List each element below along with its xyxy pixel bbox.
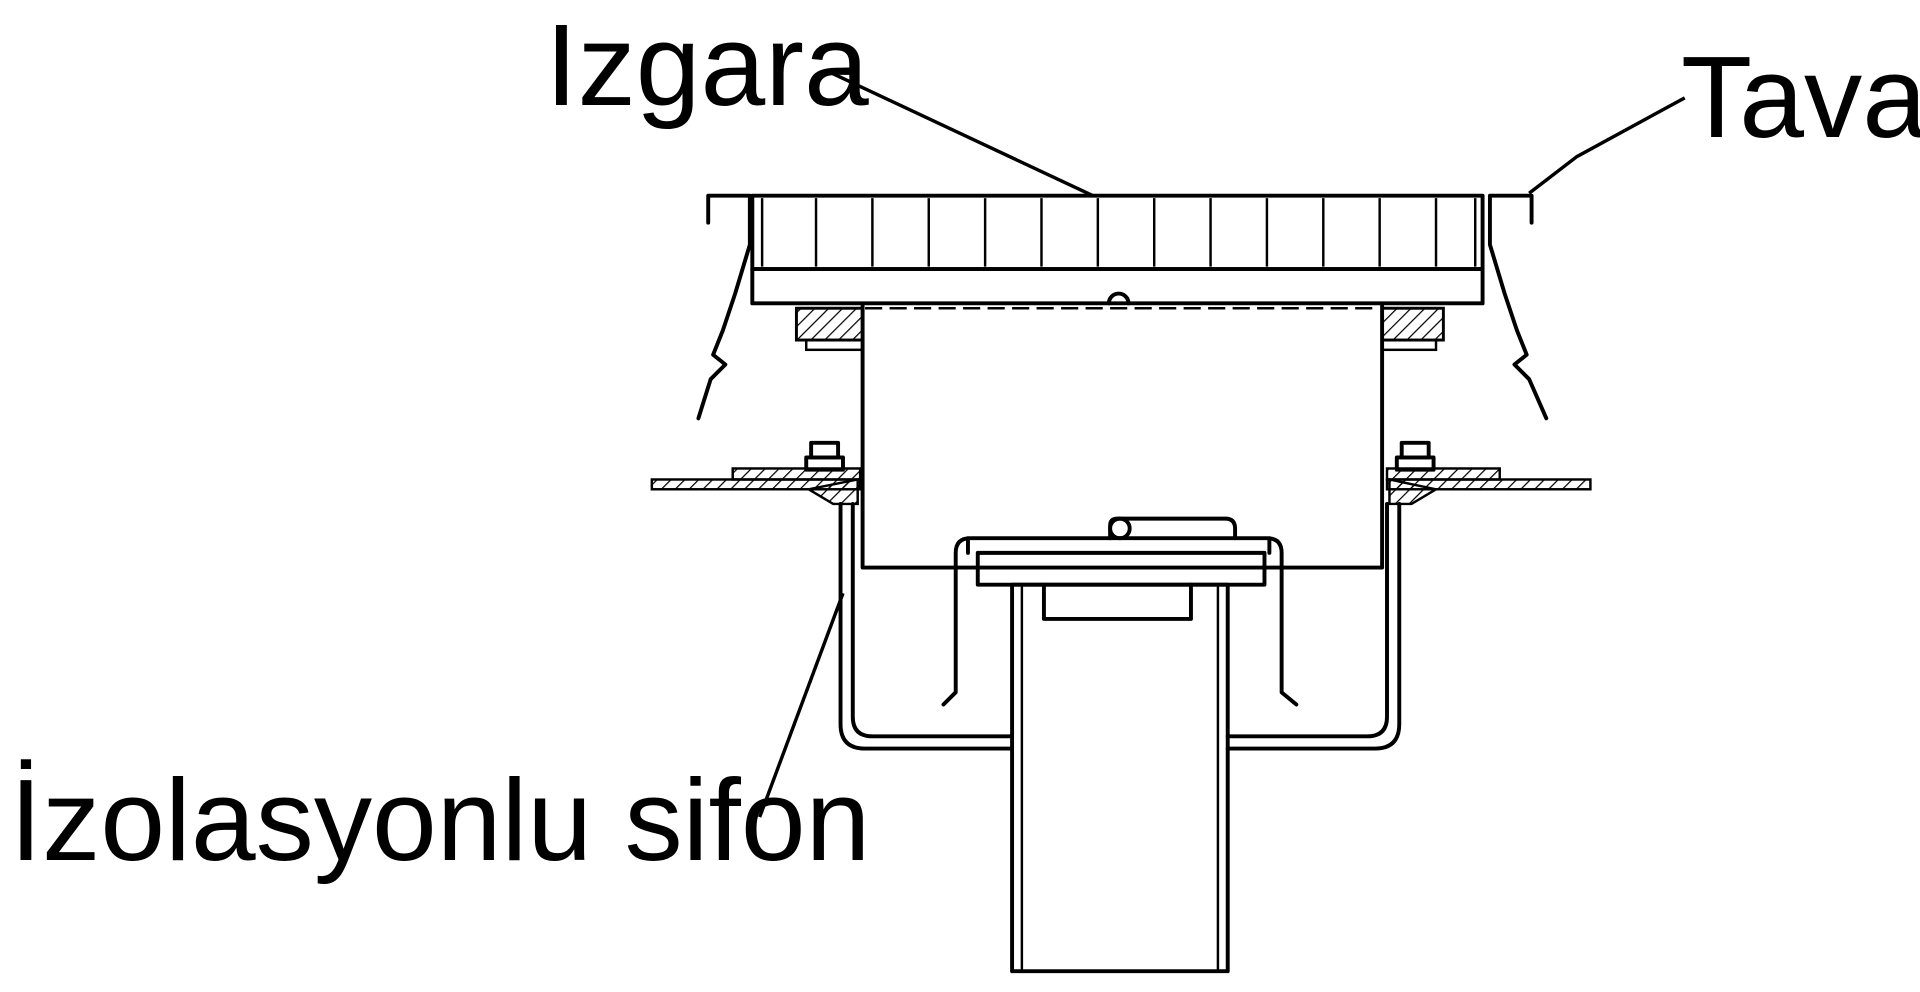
label-siphon: İzolasyonlu sifon — [10, 755, 871, 885]
bolts — [804, 440, 1436, 472]
leader-siphon — [758, 592, 845, 818]
gaskets — [794, 306, 1445, 352]
label-tray: Tava — [1681, 32, 1920, 162]
grate — [750, 193, 1485, 306]
grate-slots — [760, 198, 1477, 267]
leader-tray — [1528, 96, 1686, 195]
siphon-bell — [941, 516, 1299, 707]
label-grate: Izgara — [545, 0, 869, 130]
outlet-pipe — [1010, 582, 1230, 974]
leader-grate — [826, 69, 1094, 198]
siphon-bowl — [838, 501, 1402, 751]
tray — [696, 193, 1549, 421]
flange — [650, 467, 1592, 506]
drain-body — [860, 303, 1385, 570]
